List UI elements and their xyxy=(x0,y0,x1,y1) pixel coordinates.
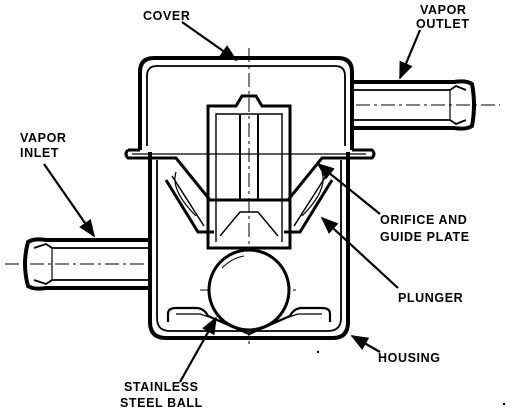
label-housing: HOUSING xyxy=(378,351,441,365)
label-steel-ball-line1: STAINLESS xyxy=(124,380,199,394)
vapor-inlet-tube xyxy=(23,237,150,291)
leader-orifice-guide-plate xyxy=(316,162,381,215)
leader-steel-ball xyxy=(179,316,217,383)
label-vapor-inlet-line2: INLET xyxy=(20,146,59,160)
label-cover: COVER xyxy=(143,9,190,23)
leader-plunger xyxy=(320,216,399,289)
label-vapor-outlet-line1: VAPOR xyxy=(420,3,467,17)
label-orifice-line1: ORIFICE AND xyxy=(380,213,467,227)
label-vapor-inlet-line1: VAPOR xyxy=(20,131,67,145)
orifice-guide-plate xyxy=(158,156,340,234)
labels: COVER VAPOR OUTLET VAPOR INLET ORIFICE A… xyxy=(20,3,470,410)
cover-body xyxy=(124,56,376,160)
leader-vapor-outlet xyxy=(398,29,422,80)
label-plunger: PLUNGER xyxy=(398,291,463,305)
leader-housing xyxy=(350,335,381,353)
leader-vapor-inlet xyxy=(43,163,96,238)
registration-dots xyxy=(316,350,506,406)
vapor-outlet-tube xyxy=(352,79,476,131)
label-steel-ball-line2: STEEL BALL xyxy=(120,396,203,410)
leader-cover xyxy=(181,21,238,62)
label-vapor-outlet-line2: OUTLET xyxy=(416,17,470,31)
steel-ball xyxy=(207,248,291,332)
plunger-body xyxy=(206,94,292,250)
leader-lines xyxy=(43,21,422,383)
label-orifice-line2: GUIDE PLATE xyxy=(380,230,470,244)
